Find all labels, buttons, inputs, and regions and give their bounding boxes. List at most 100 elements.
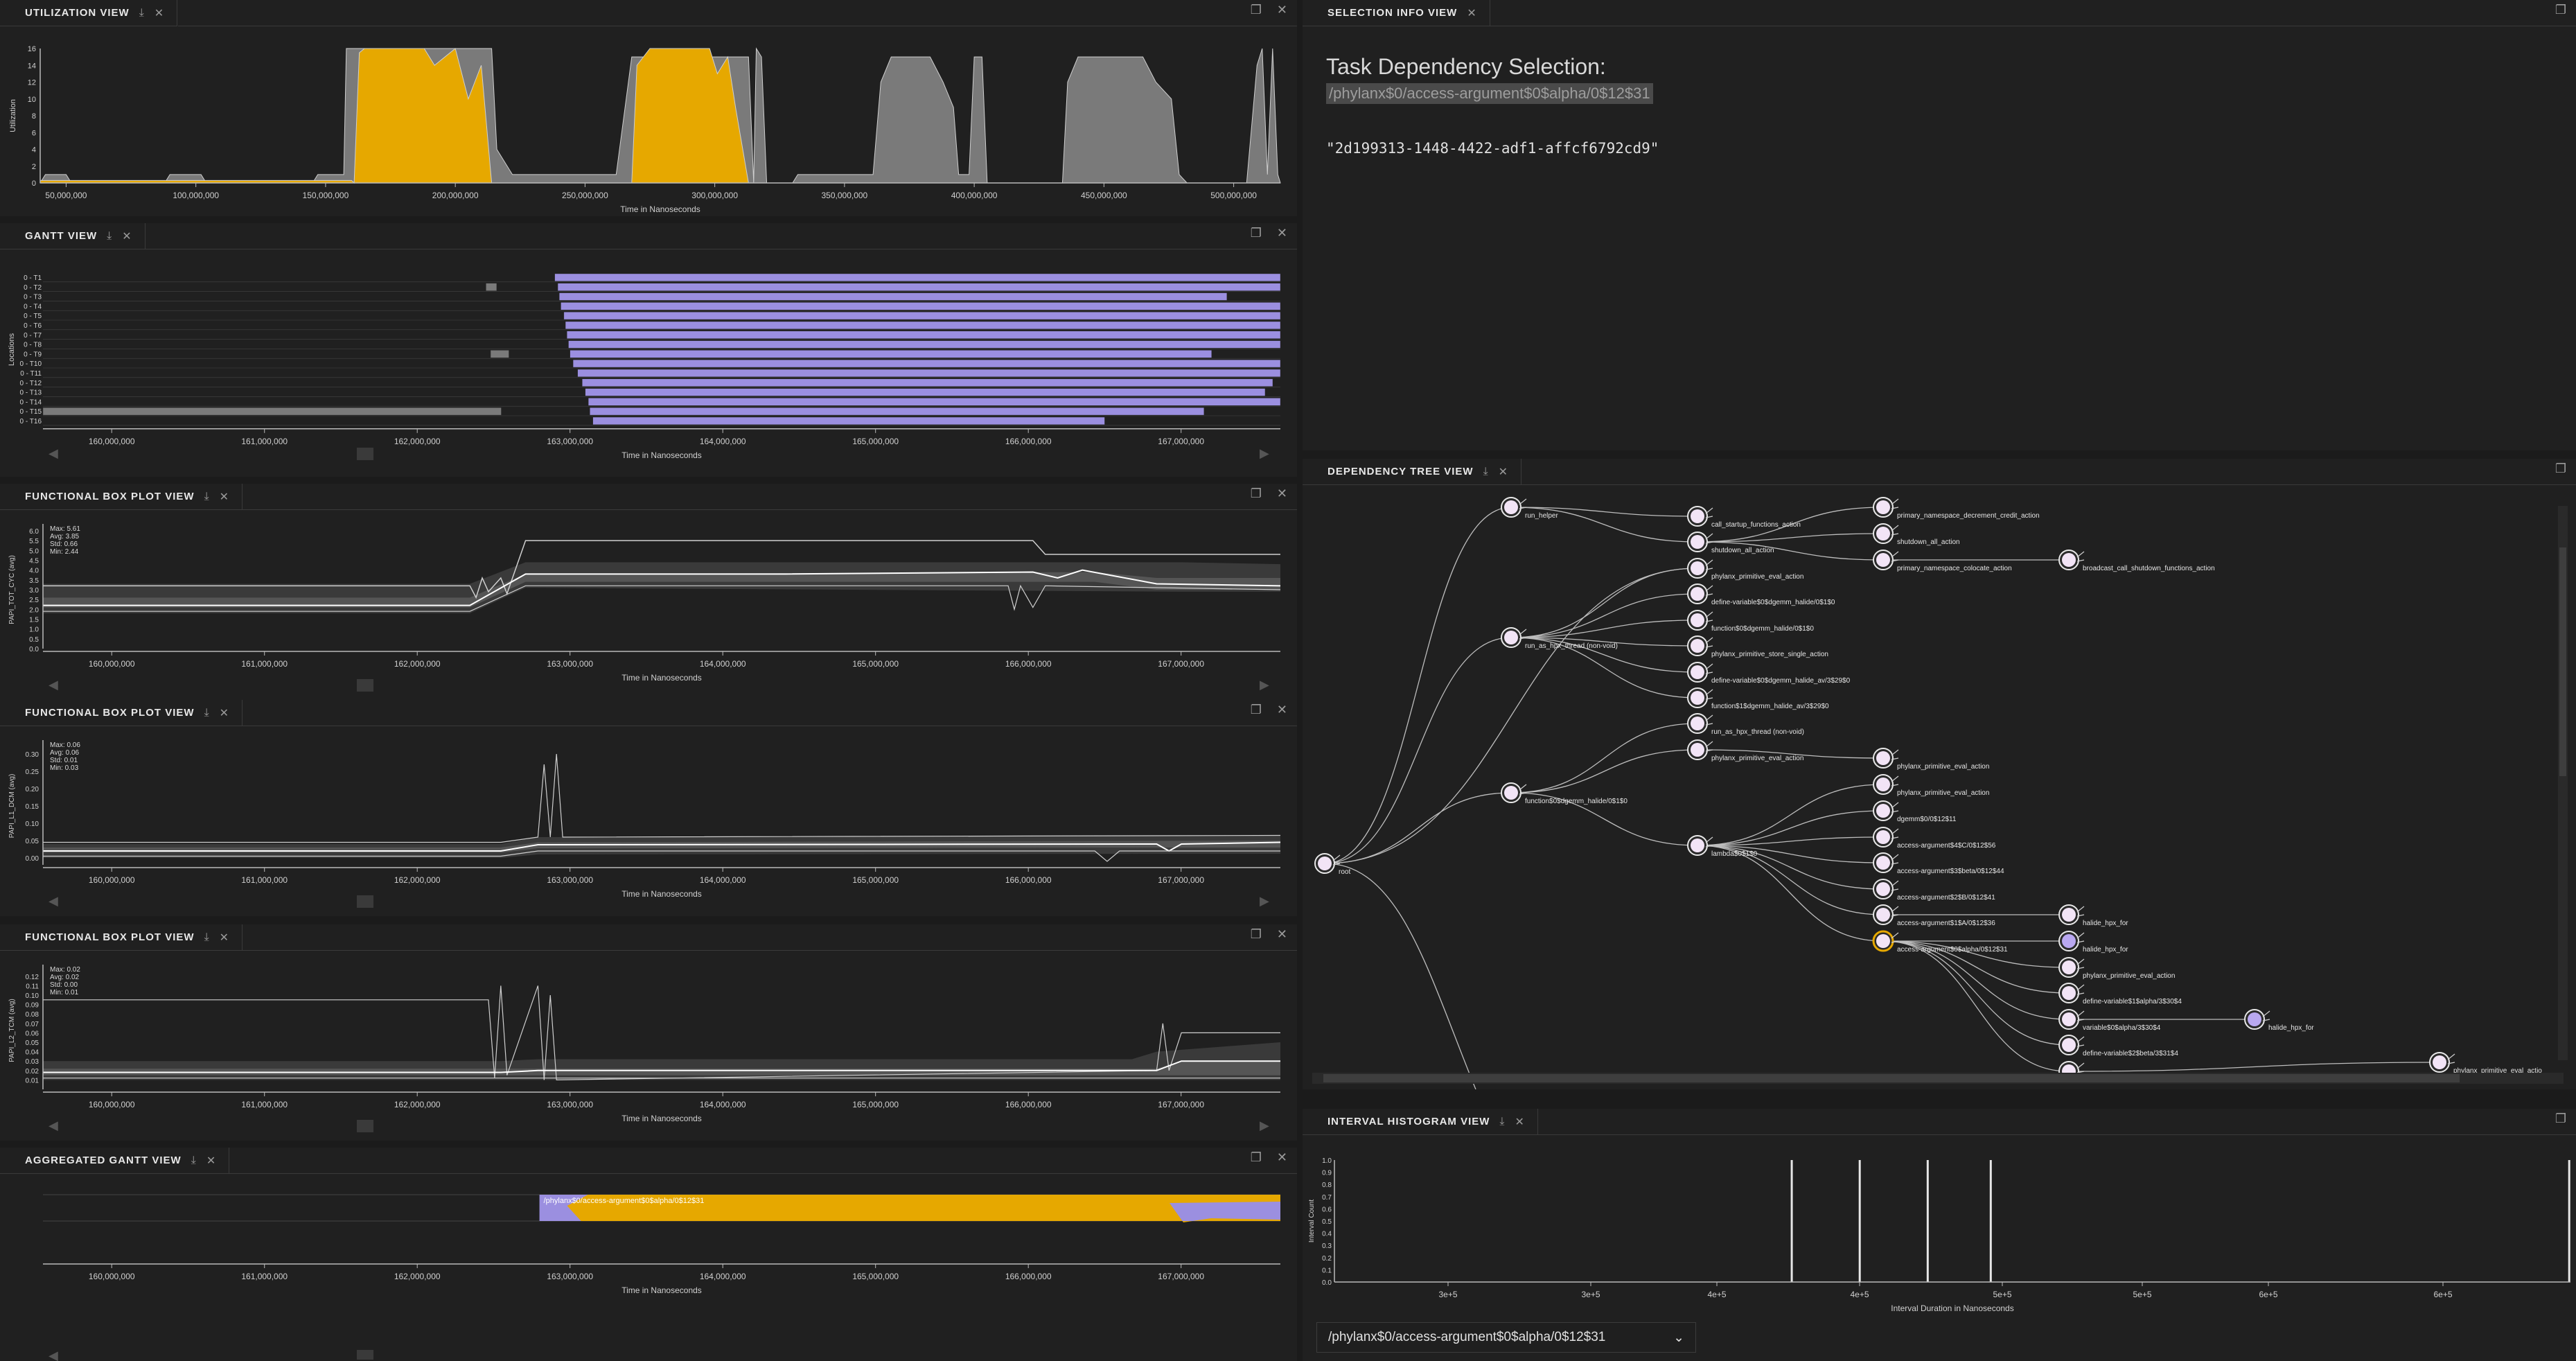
tree-node-label: phylanx_primitive_eval_action <box>1711 573 1803 581</box>
box-plot-view-tab-1[interactable]: FUNCTIONAL BOX PLOT VIEW ⤓ ✕ <box>0 484 243 510</box>
close-icon[interactable]: ✕ <box>1276 703 1287 717</box>
close-icon[interactable]: ✕ <box>1276 927 1287 941</box>
maximize-icon[interactable]: ❐ <box>2555 462 2566 475</box>
tree-node-fill <box>1691 717 1704 730</box>
gantt-view-tab[interactable]: GANTT VIEW ⤓ ✕ <box>0 223 145 249</box>
tree-node-arrow <box>1705 585 1713 596</box>
gantt-chart[interactable]: 0 - T10 - T20 - T30 - T40 - T50 - T60 - … <box>0 249 1297 477</box>
maximize-icon[interactable]: ❐ <box>2555 1112 2566 1125</box>
dependency-tree-view-tab[interactable]: DEPENDENCY TREE VIEW ⤓ ✕ <box>1303 459 1522 485</box>
download-icon[interactable]: ⤓ <box>204 706 210 719</box>
box-plot-chart-3[interactable]: 0.010.020.030.040.050.060.070.080.090.10… <box>0 951 1297 1141</box>
y-axis-label: Locations <box>8 333 16 366</box>
tree-node-label: halide_hpx_for <box>2083 920 2128 927</box>
selection-info-view-tab[interactable]: SELECTION INFO VIEW ✕ <box>1303 0 1490 26</box>
x-axis-label: Time in Nanoseconds <box>621 450 702 460</box>
close-icon[interactable]: ✕ <box>1467 7 1477 19</box>
close-icon[interactable]: ✕ <box>1515 1116 1525 1128</box>
y-tick-label: 0.10 <box>26 820 39 828</box>
tree-node-fill <box>1876 856 1890 870</box>
tree-node-label: function$0$dgemm_halide/0$1$0 <box>1711 625 1814 633</box>
tree-node-fill <box>1876 527 1890 541</box>
box-plot-band <box>43 572 1280 608</box>
x-tick-label: 400,000,000 <box>951 191 998 200</box>
gantt-row-label: 0 - T13 <box>20 389 42 397</box>
close-icon[interactable]: ✕ <box>1498 466 1509 478</box>
interval-histogram-view-tab[interactable]: INTERVAL HISTOGRAM VIEW ⤓ ✕ <box>1303 1109 1538 1135</box>
download-icon[interactable]: ⤓ <box>1483 465 1489 477</box>
tree-node-label: halide_hpx_for <box>2268 1024 2314 1032</box>
tree-node-label: define-variable$0$dgemm_halide_av/3$29$0 <box>1711 677 1851 685</box>
close-icon[interactable]: ✕ <box>219 931 230 944</box>
scroll-right-icon: ▶ <box>1260 894 1269 908</box>
download-icon[interactable]: ⤓ <box>1499 1115 1506 1127</box>
scroll-handle <box>357 448 373 460</box>
scroll-left-icon: ◀ <box>48 678 58 692</box>
tree-node-fill <box>1876 500 1890 514</box>
maximize-icon[interactable]: ❐ <box>1250 3 1262 17</box>
interval-histogram-chart[interactable]: 0.00.10.20.30.40.50.60.70.80.91.0Interva… <box>1303 1135 2576 1322</box>
box-plot-chart-1[interactable]: 0.00.51.01.52.02.53.03.54.04.55.05.56.0P… <box>0 510 1297 700</box>
download-icon[interactable]: ⤓ <box>191 1154 197 1166</box>
download-icon[interactable]: ⤓ <box>107 229 113 242</box>
close-icon[interactable]: ✕ <box>219 707 230 719</box>
maximize-icon[interactable]: ❐ <box>1250 927 1262 941</box>
maximize-icon[interactable]: ❐ <box>1250 703 1262 717</box>
tree-node-label: run_as_hpx_thread (non-void) <box>1525 642 1618 650</box>
download-icon[interactable]: ⤓ <box>204 931 210 943</box>
x-tick-label: 167,000,000 <box>1158 659 1204 669</box>
gantt-interval <box>590 407 1204 416</box>
tree-edge <box>1510 507 1698 517</box>
primitive-select-dropdown[interactable]: /phylanx$0/access-argument$0$alpha/0$12$… <box>1316 1322 1696 1353</box>
x-tick-label: 5e+5 <box>1993 1290 2011 1299</box>
tree-node-fill <box>1691 535 1704 549</box>
close-icon[interactable]: ✕ <box>1276 3 1287 17</box>
tree-node-fill <box>1504 631 1518 644</box>
close-icon[interactable]: ✕ <box>122 230 132 243</box>
tree-node-fill <box>1691 743 1704 757</box>
close-icon[interactable]: ✕ <box>206 1154 217 1167</box>
y-tick-label: 1.0 <box>1322 1157 1332 1165</box>
close-icon[interactable]: ✕ <box>219 491 230 503</box>
close-icon[interactable]: ✕ <box>154 7 165 19</box>
download-icon[interactable]: ⤓ <box>139 6 145 19</box>
aggregated-gantt-view-tab[interactable]: AGGREGATED GANTT VIEW ⤓ ✕ <box>0 1148 230 1174</box>
close-icon[interactable]: ✕ <box>1276 486 1287 500</box>
selected-task-guid[interactable]: "2d199313-1448-4422-adf1-affcf6792cd9" <box>1326 140 1659 157</box>
utilization-view-tab[interactable]: UTILIZATION VIEW ⤓ ✕ <box>0 0 178 26</box>
maximize-icon[interactable]: ❐ <box>1250 226 1262 240</box>
download-icon[interactable]: ⤓ <box>204 490 210 502</box>
y-tick-label: 0.03 <box>26 1058 39 1066</box>
tree-node-arrow <box>1891 906 1899 917</box>
x-tick-label: 162,000,000 <box>394 1100 441 1109</box>
box-plot-chart-2[interactable]: 0.000.050.100.150.200.250.30PAPI_L1_DCM … <box>0 726 1297 916</box>
tree-node-arrow <box>1891 802 1899 813</box>
tree-node-label: phylanx_primitive_eval_actio <box>2453 1067 2542 1075</box>
scroll-handle <box>357 1350 373 1360</box>
y-tick-label: 2.5 <box>29 597 39 604</box>
maximize-icon[interactable]: ❐ <box>1250 1150 1262 1164</box>
tab-divider <box>1526 1134 2576 1135</box>
maximize-icon[interactable]: ❐ <box>1250 486 1262 500</box>
tree-edge <box>1510 637 1698 673</box>
maximize-icon[interactable]: ❐ <box>2555 3 2566 17</box>
close-icon[interactable]: ✕ <box>1276 226 1287 240</box>
scroll-left-icon: ◀ <box>48 1349 58 1361</box>
box-plot-view-tab-3[interactable]: FUNCTIONAL BOX PLOT VIEW ⤓ ✕ <box>0 924 243 951</box>
tree-node-arrow <box>1705 836 1713 848</box>
selected-task-name[interactable]: /phylanx$0/access-argument$0$alpha/0$12$… <box>1326 83 1653 104</box>
box-plot-view-tab-2[interactable]: FUNCTIONAL BOX PLOT VIEW ⤓ ✕ <box>0 700 243 726</box>
aggregated-gantt-chart[interactable]: /phylanx$0/access-argument$0$alpha/0$12$… <box>0 1174 1297 1361</box>
y-tick-label: 4.0 <box>29 568 39 575</box>
tree-edge <box>1510 723 1698 793</box>
gantt-row-label: 0 - T12 <box>20 380 42 387</box>
vertical-scroll-thumb <box>2559 547 2566 776</box>
x-tick-label: 3e+5 <box>1581 1290 1600 1299</box>
gantt-interval <box>567 331 1281 339</box>
tree-node-arrow <box>1891 749 1899 760</box>
y-tick-label: 10 <box>28 96 36 104</box>
close-icon[interactable]: ✕ <box>1276 1150 1287 1164</box>
